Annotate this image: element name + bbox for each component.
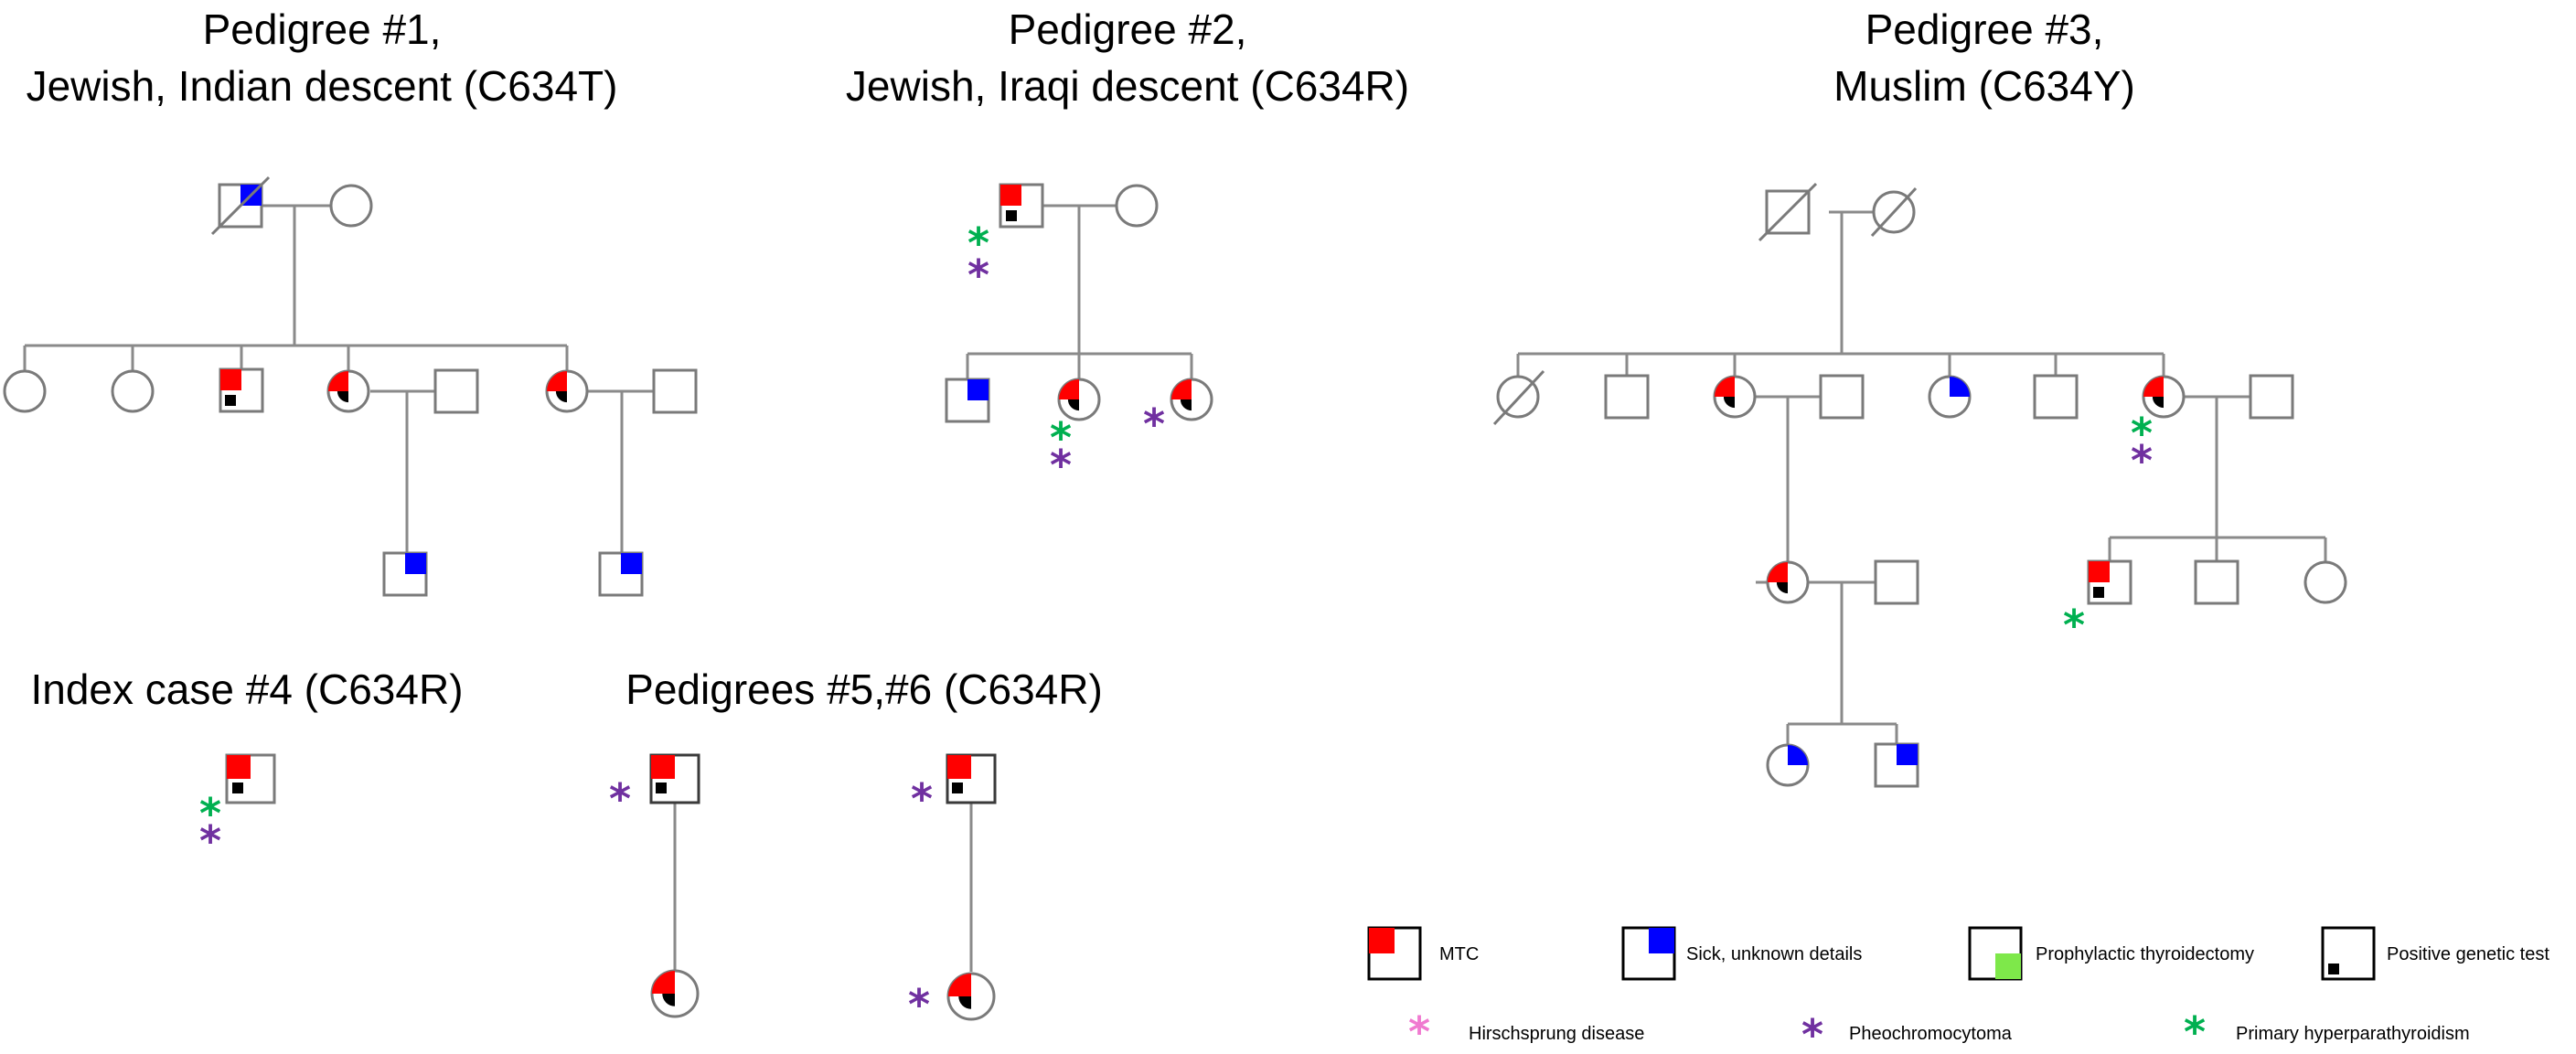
male-sick <box>598 551 644 597</box>
pedigree-5: * <box>609 753 700 1018</box>
male-mtc-positive-genetic <box>946 753 997 804</box>
female-mtc-positive-genetic <box>1057 378 1101 421</box>
female <box>329 184 373 228</box>
female-mtc-positive-genetic <box>326 369 370 413</box>
pheochromocytoma-marker: * <box>609 774 631 824</box>
pedigree-3-title-line2: Muslim (C634Y) <box>1833 62 2135 110</box>
female-mtc-positive-genetic <box>545 369 589 413</box>
legend-label-prophylactic: Prophylactic thyroidectomy <box>2036 944 2254 964</box>
legend-label-hirschsprung: Hirschsprung disease <box>1469 1024 1644 1044</box>
male-mtc-positive-genetic <box>2087 559 2132 605</box>
male-mtc-positive-genetic <box>999 183 1044 229</box>
pheochromocytoma-marker: * <box>908 980 930 1029</box>
legend-item-sick: Sick, unknown details <box>1621 926 1862 981</box>
male <box>2033 374 2079 420</box>
male <box>2249 374 2294 420</box>
male-sick <box>945 378 990 423</box>
hyperparathyroidism-marker: * <box>1050 413 1072 463</box>
legend-label-mtc: MTC <box>1439 944 1479 964</box>
male-mtc-positive-genetic <box>649 753 700 804</box>
female-sick <box>1766 743 1810 787</box>
pheochromocytoma-marker: * <box>1143 399 1165 449</box>
female-sick <box>1928 375 1972 419</box>
deceased-male <box>1758 182 1818 242</box>
hyperparathyroidism-marker: * <box>2063 601 2085 650</box>
pedigree-2-title-line2: Jewish, Iraqi descent (C634R) <box>846 62 1409 110</box>
male <box>1604 374 1650 420</box>
female-mtc-positive-genetic <box>1766 560 1810 604</box>
female-mtc-positive-genetic <box>946 972 996 1021</box>
pedigree-1-title-line1: Pedigree #1, <box>203 5 442 53</box>
legend-label-sick: Sick, unknown details <box>1686 944 1862 964</box>
female-mtc-positive-genetic <box>2142 375 2186 419</box>
legend-label-pheo: Pheochromocytoma <box>1849 1024 2013 1044</box>
pedigree-1-title-line2: Jewish, Indian descent (C634T) <box>27 62 618 110</box>
male-mtc-positive-genetic <box>219 367 264 413</box>
pheochromocytoma-marker: * <box>911 774 933 824</box>
hyperparathyroidism-marker: * <box>2184 1007 2206 1054</box>
deceased-male-sick <box>210 176 271 236</box>
female-mtc-positive-genetic <box>1170 378 1213 421</box>
pedigree-2-title-line1: Pedigree #2, <box>1009 5 1247 53</box>
legend-item-prophylactic: Prophylactic thyroidectomy <box>1968 926 2254 981</box>
female <box>1115 184 1159 228</box>
legend-item-mtc: MTC <box>1367 926 1479 981</box>
hirschsprung-marker: * <box>1408 1007 1430 1054</box>
legend-label-hyperpara: Primary hyperparathyroidism <box>2236 1024 2470 1044</box>
pedigree-3-title-line1: Pedigree #3, <box>1865 5 2104 53</box>
hyperparathyroidism-marker: * <box>967 218 989 268</box>
index-case-4: * * <box>199 753 276 866</box>
female <box>3 369 47 413</box>
index-case-4-title: Index case #4 (C634R) <box>30 665 463 713</box>
pedigree-2: * * * * * <box>945 183 1213 490</box>
pedigree-1 <box>3 176 698 597</box>
female-mtc-positive-genetic <box>1713 375 1757 419</box>
pheochromocytoma-marker: * <box>1050 441 1072 490</box>
legend-label-genetic: Positive genetic test <box>2387 944 2549 964</box>
male <box>652 368 698 414</box>
female-mtc-positive-genetic <box>650 969 700 1018</box>
male <box>1874 559 1919 605</box>
hyperparathyroidism-marker: * <box>2131 409 2153 458</box>
pheochromocytoma-marker: * <box>2131 436 2153 485</box>
legend: MTC Sick, unknown details Prophylactic t… <box>1367 926 2549 1054</box>
pedigree-3: * * * <box>1492 182 2347 788</box>
legend-item-genetic: Positive genetic test <box>2321 926 2549 981</box>
male-mtc-positive-genetic <box>225 753 276 804</box>
deceased-female <box>1492 369 1545 426</box>
pheochromocytoma-marker: * <box>199 816 221 866</box>
female <box>111 369 155 413</box>
male-sick <box>382 551 428 597</box>
male <box>1819 374 1865 420</box>
female <box>2303 560 2347 604</box>
pedigrees-5-6-title: Pedigrees #5,#6 (C634R) <box>625 665 1103 713</box>
hyperparathyroidism-marker: * <box>199 789 221 838</box>
pedigree-6: * * <box>908 753 997 1029</box>
male-sick <box>1874 742 1919 788</box>
pheochromocytoma-marker: * <box>967 250 989 300</box>
male <box>2194 559 2239 605</box>
male <box>433 368 479 414</box>
pheochromocytoma-marker: * <box>1801 1010 1823 1054</box>
deceased-female <box>1870 186 1918 238</box>
